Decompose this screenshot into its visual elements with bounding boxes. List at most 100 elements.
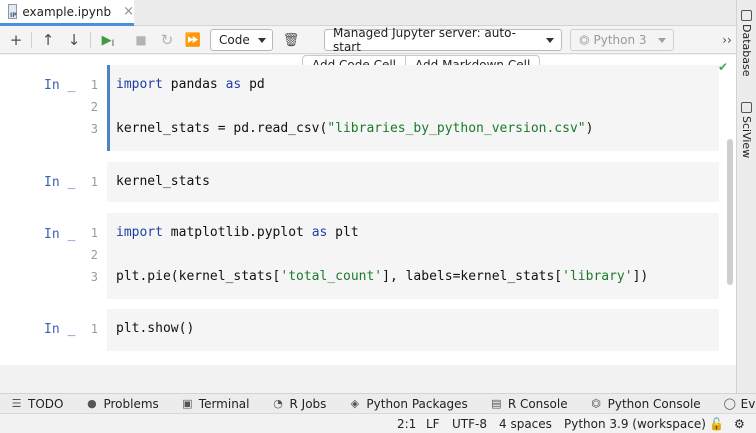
notebook-file-icon bbox=[8, 4, 18, 19]
tool-window-label: Terminal bbox=[198, 396, 250, 411]
cell-type-select[interactable]: Code bbox=[210, 29, 273, 51]
database-label: Database bbox=[740, 24, 753, 77]
code-cell[interactable]: In _ 1 kernel_stats bbox=[0, 162, 720, 202]
jupyter-server-value: Managed Jupyter server: auto-start bbox=[333, 26, 516, 54]
code-text: plt.show() bbox=[116, 321, 195, 336]
tool-window-todo[interactable]: ☰ TODO bbox=[0, 397, 75, 411]
r-jobs-icon: ◔ bbox=[273, 397, 283, 410]
tool-window-python-console[interactable]: ⏣ Python Console bbox=[580, 397, 713, 411]
line-number: 2 bbox=[90, 100, 98, 114]
notebook-editor[interactable]: Add Code Cell Add Markdown Cell ✔ In _ 1… bbox=[0, 55, 736, 365]
cursor-i-icon: I bbox=[111, 39, 115, 49]
cell-body[interactable] bbox=[107, 162, 719, 202]
code-line: 3 kernel_stats = pd.read_csv("libraries_… bbox=[0, 120, 720, 142]
tool-window-r-jobs[interactable]: ◔ R Jobs bbox=[262, 397, 339, 411]
sciview-icon bbox=[741, 102, 752, 113]
editor-tab-bar: example.ipynb × bbox=[0, 0, 736, 26]
move-cell-down-button[interactable]: ↓ bbox=[67, 31, 81, 49]
line-separator[interactable]: LF bbox=[426, 417, 440, 431]
cell-prompt: In _ bbox=[44, 322, 76, 337]
add-cell-button[interactable]: + bbox=[9, 31, 23, 49]
code-line: 1 import pandas as pd bbox=[0, 76, 720, 98]
cell-prompt: In _ bbox=[44, 175, 76, 190]
run-cell-button[interactable]: ▶I bbox=[97, 30, 119, 50]
line-number: 3 bbox=[90, 270, 98, 284]
close-tab-icon[interactable]: × bbox=[123, 4, 134, 19]
indent-setting[interactable]: 4 spaces bbox=[499, 417, 552, 431]
tool-window-bar: ☰ TODO ●Problems ▣ Terminal ◔ R Jobs ◈ Pytho… bbox=[0, 393, 756, 413]
tool-window-python-packages[interactable]: ◈ Python Packages bbox=[338, 397, 479, 411]
terminal-icon: ▣ bbox=[182, 397, 193, 410]
code-text: import matplotlib.pyplot as plt bbox=[116, 225, 359, 240]
cell-prompt: In _ bbox=[44, 227, 76, 242]
tool-window-problems[interactable]: ●Problems bbox=[75, 397, 170, 411]
tool-window-event-log[interactable]: ◯ Event Log bbox=[713, 397, 756, 411]
tool-window-label: R Console bbox=[507, 396, 568, 411]
line-number: 1 bbox=[90, 175, 98, 189]
run-icon: ▶ bbox=[101, 32, 112, 48]
toolbar-overflow-icon[interactable]: ›› bbox=[722, 33, 732, 47]
code-text: import pandas as pd bbox=[116, 77, 265, 92]
tab-example-ipynb[interactable]: example.ipynb × bbox=[0, 0, 134, 26]
code-text: kernel_stats = pd.read_csv("libraries_by… bbox=[116, 121, 594, 136]
check-icon: ✔ bbox=[718, 60, 729, 74]
code-cell[interactable]: In _ 1 import matplotlib.pyplot as plt 2… bbox=[0, 213, 720, 299]
kernel-select[interactable]: ⏣Python 3 bbox=[570, 29, 674, 51]
cell-body[interactable] bbox=[107, 213, 719, 299]
code-line: 1 kernel_stats bbox=[0, 173, 720, 195]
lock-icon[interactable]: 🔓 bbox=[709, 417, 724, 431]
python-interpreter[interactable]: Python 3.9 (workspace) bbox=[564, 417, 706, 431]
tab-title: example.ipynb bbox=[22, 4, 112, 19]
cell-body[interactable] bbox=[107, 309, 719, 351]
code-line: 1 import matplotlib.pyplot as plt bbox=[0, 224, 720, 246]
editor-scrollbar[interactable] bbox=[727, 139, 733, 285]
cursor-position[interactable]: 2:1 bbox=[397, 417, 417, 431]
jupyter-server-select[interactable]: Managed Jupyter server: auto-start bbox=[324, 26, 562, 54]
chevron-down-icon bbox=[257, 37, 266, 43]
tool-window-terminal[interactable]: ▣ Terminal bbox=[171, 397, 262, 411]
event-log-icon: ◯ bbox=[723, 397, 736, 410]
python-icon: ⏣ bbox=[579, 33, 590, 47]
list-icon: ☰ bbox=[11, 397, 22, 410]
database-tool-button[interactable]: Database bbox=[740, 10, 753, 77]
database-icon bbox=[741, 10, 752, 21]
python-icon: ⏣ bbox=[591, 397, 601, 410]
cell-type-value: Code bbox=[219, 33, 250, 47]
sciview-tool-button[interactable]: SciView bbox=[740, 102, 753, 158]
tool-window-label: R Jobs bbox=[289, 396, 327, 411]
tool-window-label: TODO bbox=[28, 396, 64, 411]
notebook-toolbar: + ↑ ↓ ▶I ■ ↻ ⏩ Code 🗑 Managed Jupyter se… bbox=[0, 26, 736, 54]
cell-prompt: In _ bbox=[44, 78, 76, 93]
inspector-icon[interactable]: ⚙ bbox=[734, 417, 745, 431]
code-cell[interactable]: In _ 1 import pandas as pd 2 3 kernel_st… bbox=[0, 65, 720, 151]
stop-kernel-button[interactable]: ■ bbox=[135, 33, 147, 47]
sciview-label: SciView bbox=[740, 116, 753, 159]
code-line: 1 plt.show() bbox=[0, 320, 720, 342]
file-encoding[interactable]: UTF-8 bbox=[452, 417, 487, 431]
restart-kernel-button[interactable]: ↻ bbox=[160, 31, 174, 49]
line-number: 2 bbox=[90, 248, 98, 262]
layers-icon: ◈ bbox=[350, 397, 360, 410]
cell-body[interactable] bbox=[107, 65, 719, 151]
run-all-button[interactable]: ⏩ bbox=[184, 32, 202, 48]
code-line: 2 bbox=[0, 98, 720, 120]
chevron-down-icon bbox=[658, 37, 666, 43]
code-text: kernel_stats bbox=[116, 174, 210, 189]
tool-window-label: Event Log bbox=[740, 396, 756, 411]
status-bar: 2:1 LF UTF-8 4 spaces Python 3.9 (worksp… bbox=[0, 413, 756, 433]
kernel-value: ⏣Python 3 bbox=[579, 33, 647, 47]
line-number: 1 bbox=[90, 226, 98, 240]
line-number: 1 bbox=[90, 322, 98, 336]
move-cell-up-button[interactable]: ↑ bbox=[41, 31, 55, 49]
tool-window-label: Python Packages bbox=[366, 396, 468, 411]
code-cell[interactable]: In _ 1 plt.show() bbox=[0, 309, 720, 351]
tool-window-r-console[interactable]: ▤R Console bbox=[480, 397, 580, 411]
toolbar-divider bbox=[31, 32, 32, 48]
tool-window-label: Python Console bbox=[607, 396, 701, 411]
toolbar-divider bbox=[90, 32, 91, 48]
line-number: 1 bbox=[90, 78, 98, 92]
right-tool-strip: Database SciView bbox=[736, 0, 756, 393]
code-line: 2 bbox=[0, 246, 720, 268]
delete-cell-button[interactable]: 🗑 bbox=[282, 32, 300, 48]
